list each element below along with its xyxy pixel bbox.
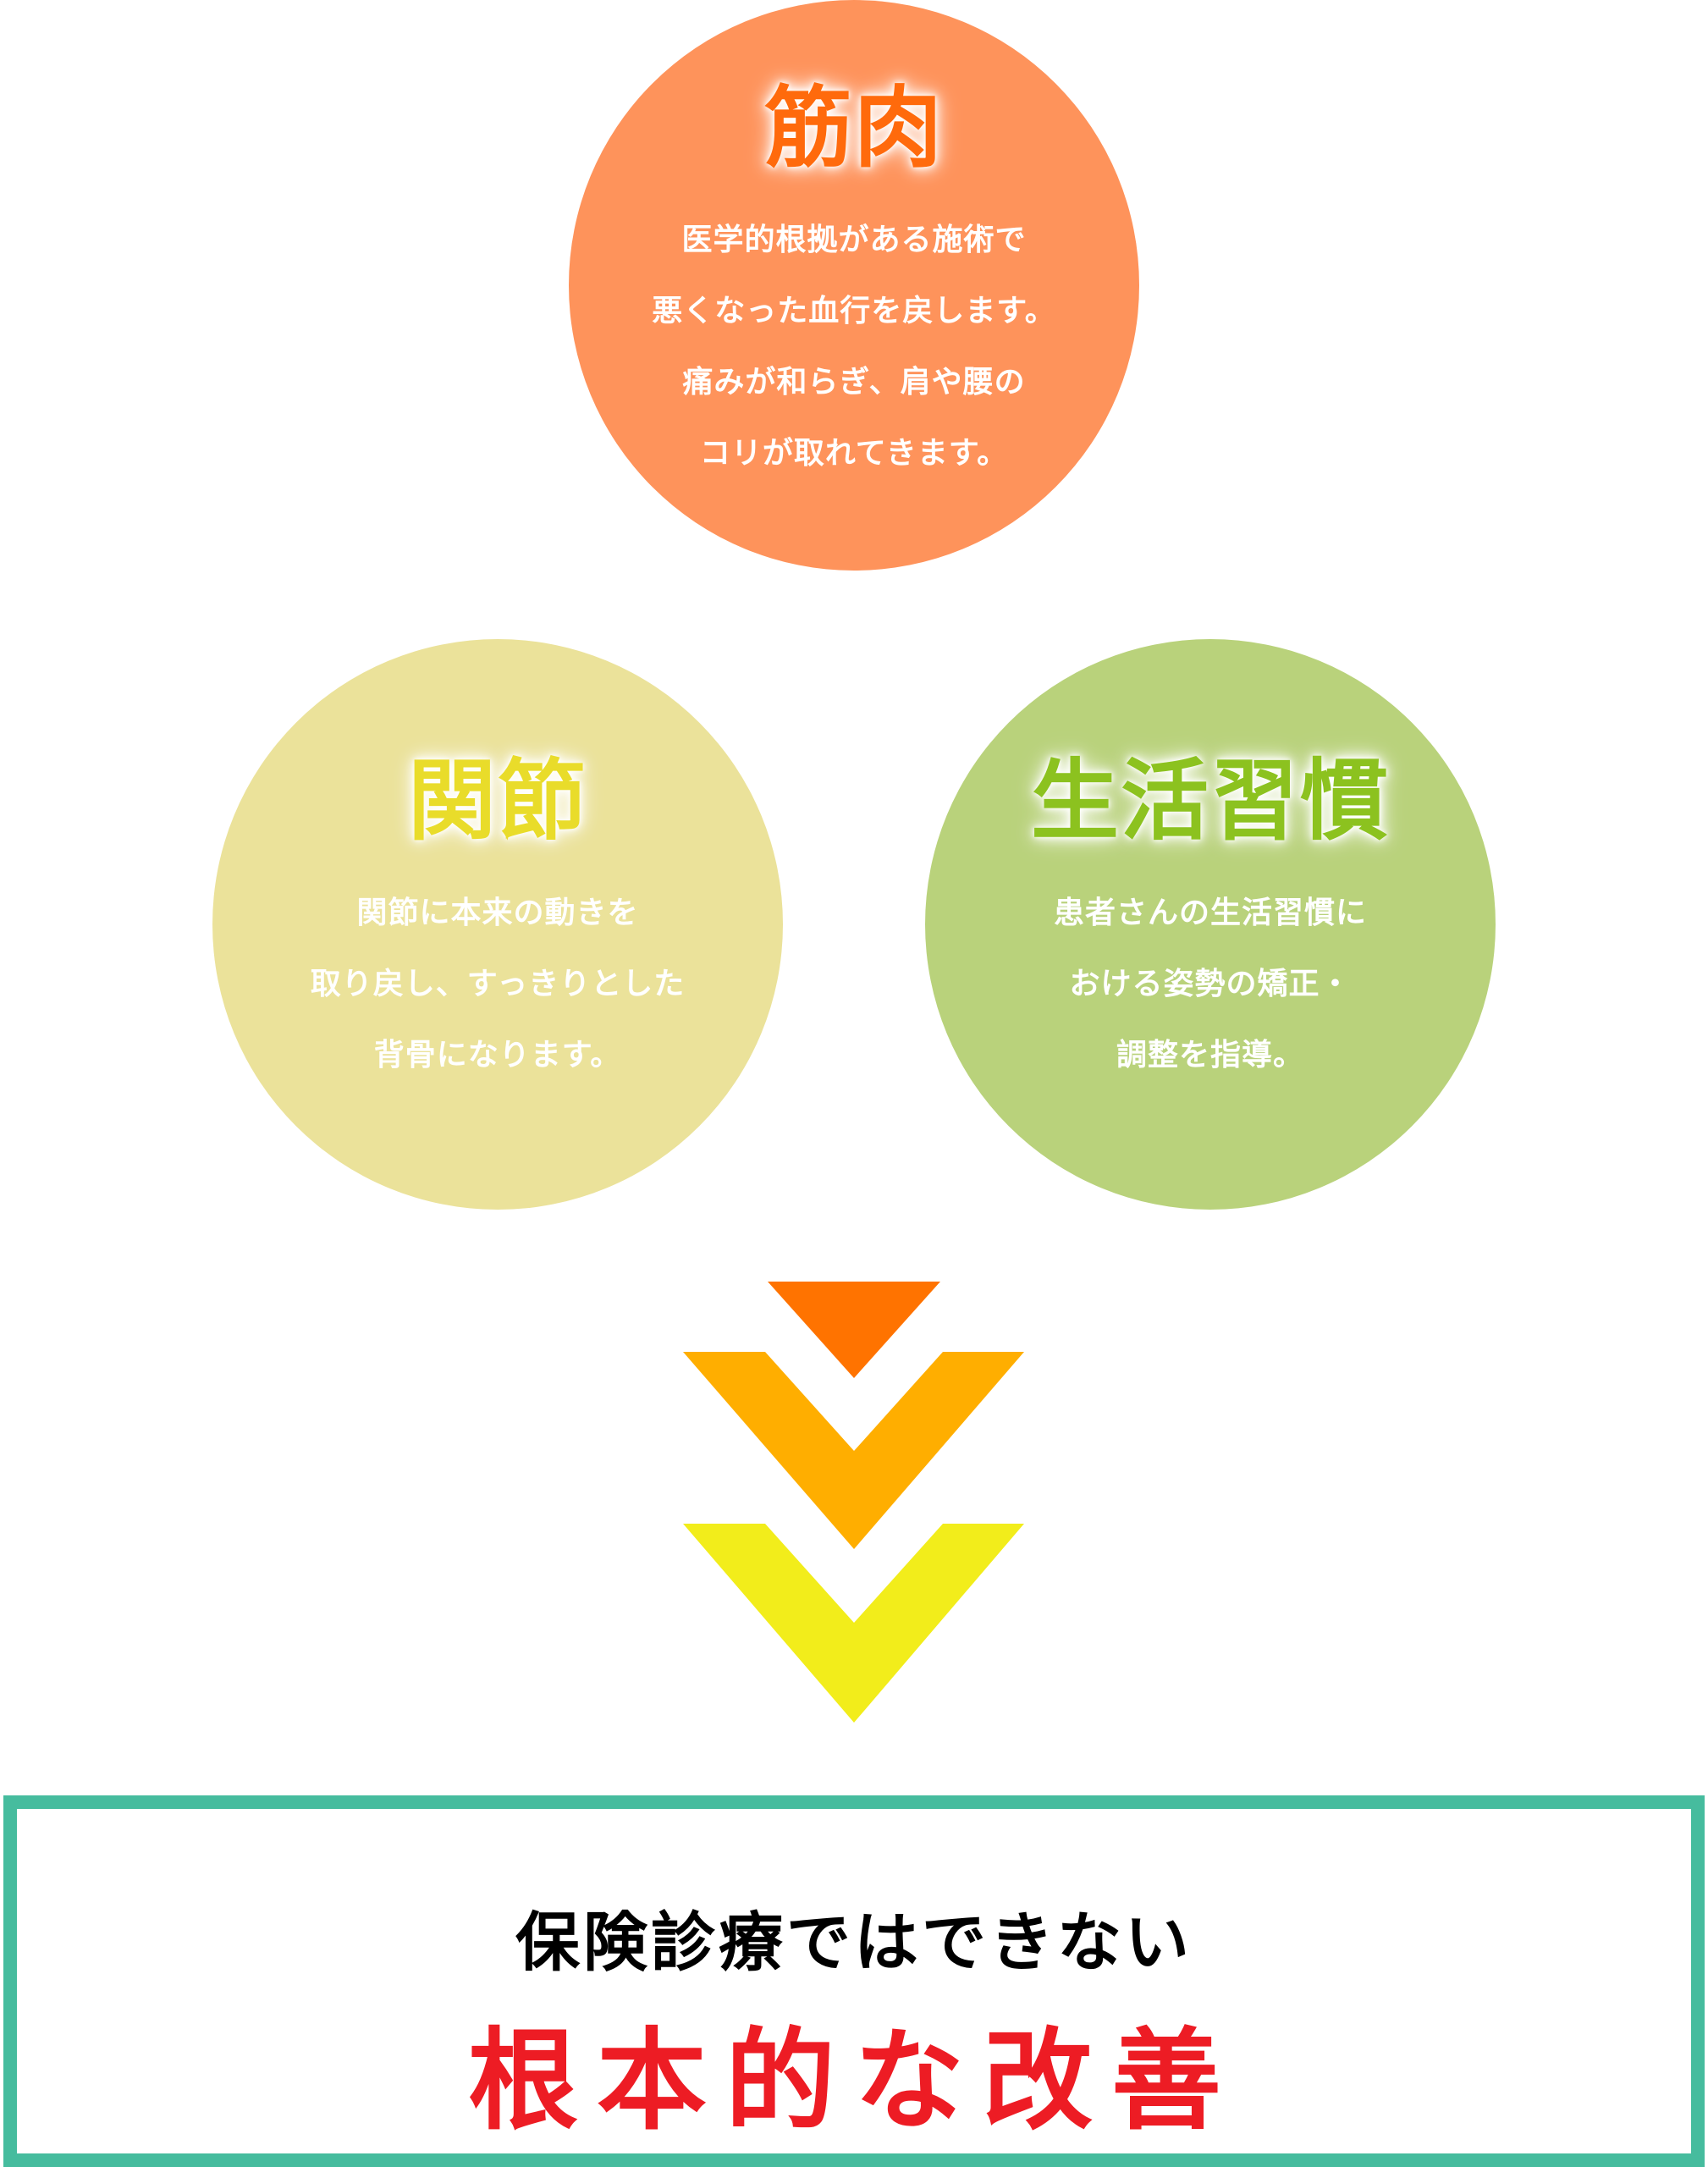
circle-text-line: コリが取れてきます。	[699, 435, 1009, 471]
circle-text-line: 関節に本来の動きを	[356, 895, 639, 930]
circle-text-muscle: 医学的根拠がある施術で 悪くなった血行を戻します。 痛みが和らぎ、肩や腰の コリ…	[652, 205, 1055, 489]
result-box: 保険診療ではできない 根本的な改善	[3, 1795, 1705, 2167]
circle-title-muscle: 筋肉	[763, 76, 944, 179]
circle-title-lifestyle: 生活習慣	[1030, 749, 1390, 852]
arrow-top-triangle	[768, 1282, 940, 1378]
circle-joint: 関節 関節に本来の動きを 取り戻し、すっきりとした 背骨になります。	[212, 639, 783, 1210]
circle-text-lifestyle: 患者さんの生活習慣に おける姿勢の矯正・ 調整を指導。	[1054, 878, 1367, 1091]
circle-text-line: 痛みが和らぎ、肩や腰の	[682, 364, 1026, 400]
circle-text-line: 患者さんの生活習慣に	[1053, 895, 1367, 930]
circle-text-line: 取り戻し、すっきりとした	[310, 966, 686, 1001]
circle-muscle: 筋肉 医学的根拠がある施術で 悪くなった血行を戻します。 痛みが和らぎ、肩や腰の…	[569, 0, 1139, 571]
circle-text-joint: 関節に本来の動きを 取り戻し、すっきりとした 背骨になります。	[311, 878, 686, 1091]
arrow-bottom-chevron	[683, 1524, 1024, 1723]
chevron-down-icon	[683, 1282, 1024, 1723]
circle-text-line: 背骨になります。	[373, 1037, 622, 1072]
result-subtitle: 保険診療ではできない	[515, 1905, 1193, 1980]
circle-text-line: おける姿勢の矯正・	[1069, 966, 1352, 1001]
circle-text-line: 医学的根拠がある施術で	[681, 222, 1027, 257]
circle-text-line: 調整を指導。	[1116, 1037, 1304, 1072]
arrow-middle-chevron	[683, 1352, 1024, 1549]
result-title: 根本的な改善	[467, 2015, 1240, 2145]
circle-text-line: 悪くなった血行を戻します。	[652, 293, 1056, 328]
circle-lifestyle: 生活習慣 患者さんの生活習慣に おける姿勢の矯正・ 調整を指導。	[925, 639, 1496, 1210]
circle-title-joint: 関節	[407, 749, 587, 852]
